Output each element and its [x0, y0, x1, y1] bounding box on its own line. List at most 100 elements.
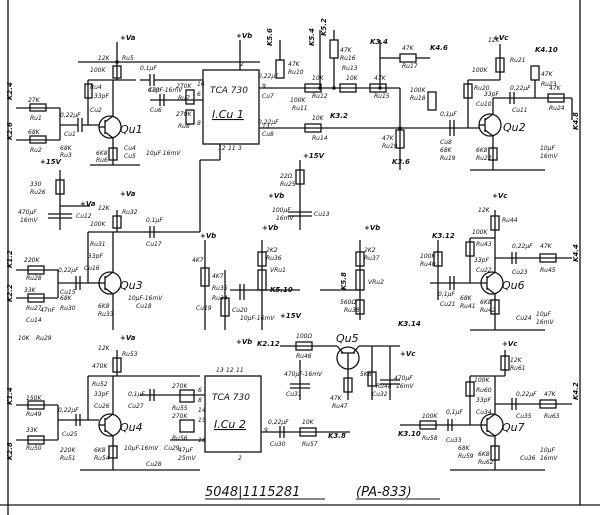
svg-text:4K7: 4K7 — [212, 273, 224, 280]
svg-text:Ru4: Ru4 — [90, 84, 102, 91]
svg-text:16mV: 16mV — [540, 153, 558, 160]
svg-text:6K8: 6K8 — [476, 147, 488, 154]
svg-text:+Va: +Va — [120, 334, 136, 342]
svg-text:Ru40: Ru40 — [420, 261, 436, 268]
svg-text:Cu4: Cu4 — [124, 145, 136, 152]
svg-text:8: 8 — [198, 397, 202, 404]
svg-text:K2.2: K2.2 — [6, 284, 14, 302]
svg-text:470µF: 470µF — [394, 375, 413, 382]
svg-text:6: 6 — [198, 387, 202, 394]
svg-text:Ru46: Ru46 — [296, 353, 312, 360]
svg-text:Cu17: Cu17 — [146, 241, 162, 248]
svg-text:10µF-16mV: 10µF-16mV — [124, 445, 159, 452]
svg-text:Ru38: Ru38 — [344, 307, 360, 314]
svg-text:330: 330 — [30, 181, 42, 188]
svg-text:47K: 47K — [541, 71, 554, 78]
svg-text:12K: 12K — [510, 357, 523, 364]
svg-text:K3.6: K3.6 — [392, 158, 410, 166]
svg-text:10µF-16mV: 10µF-16mV — [240, 315, 275, 322]
svg-text:11: 11 — [228, 145, 236, 152]
svg-text:100K: 100K — [422, 413, 438, 420]
svg-text:Cu26: Cu26 — [94, 403, 110, 410]
stage-qu4: Qu4 12K Ru53 470K Ru52 33pF Cu26 0,1µF C… — [16, 345, 205, 471]
svg-text:0,22µF: 0,22µF — [512, 243, 533, 250]
svg-text:0,22µF: 0,22µF — [58, 407, 79, 414]
svg-text:0,1µF: 0,1µF — [128, 391, 145, 398]
svg-text:Cu3: Cu3 — [148, 87, 160, 94]
svg-text:K4.6: K4.6 — [430, 44, 448, 52]
svg-text:6K8: 6K8 — [478, 451, 490, 458]
svg-text:Cu16: Cu16 — [84, 265, 100, 272]
svg-text:68K: 68K — [60, 145, 73, 152]
svg-text:14: 14 — [198, 407, 206, 414]
model-number: (PA-833) — [356, 485, 412, 500]
connectors: K2.4 K2.6 K1.2 K2.2 K1.4 K2.8 K4.8 K4.4 … — [6, 18, 580, 460]
svg-text:Cu20: Cu20 — [232, 307, 248, 314]
svg-text:Cu24: Cu24 — [516, 315, 532, 322]
svg-text:K2.12: K2.12 — [257, 340, 280, 348]
svg-text:47K: 47K — [402, 45, 415, 52]
svg-text:Ru49: Ru49 — [26, 411, 42, 418]
drawing-number: 5048|1115281 — [205, 485, 300, 500]
svg-text:K2.4: K2.4 — [6, 82, 14, 100]
svg-text:100K: 100K — [410, 87, 426, 94]
svg-text:+15V: +15V — [280, 312, 302, 320]
svg-text:16: 16 — [197, 81, 205, 88]
svg-text:K4.8: K4.8 — [572, 112, 580, 130]
svg-text:Ru13: Ru13 — [342, 65, 358, 72]
svg-text:Ru17: Ru17 — [402, 63, 418, 70]
svg-text:Cu31: Cu31 — [286, 391, 302, 398]
svg-text:K5.8: K5.8 — [340, 272, 348, 290]
svg-text:0,1µF: 0,1µF — [440, 111, 457, 118]
svg-text:12: 12 — [218, 145, 226, 152]
svg-text:33pF: 33pF — [94, 391, 109, 398]
volume-controls: 4K7 Ru35 4K7 Ru34 2K2 Ru36 VRu1 2K2 Ru37… — [192, 240, 384, 330]
svg-text:Ru35: Ru35 — [212, 285, 228, 292]
svg-text:K5.6: K5.6 — [266, 28, 274, 46]
svg-text:Cu25: Cu25 — [62, 431, 78, 438]
svg-text:Cu15: Cu15 — [60, 289, 76, 296]
svg-text:Ru32: Ru32 — [122, 209, 138, 216]
svg-text:Cu7: Cu7 — [262, 93, 274, 100]
svg-text:TCA 730: TCA 730 — [212, 393, 250, 403]
svg-text:6K8: 6K8 — [94, 447, 106, 454]
svg-text:Ru6: Ru6 — [96, 157, 108, 164]
svg-text:2: 2 — [240, 61, 244, 68]
svg-text:47K: 47K — [374, 75, 387, 82]
svg-text:47pF-16mV: 47pF-16mV — [148, 87, 183, 94]
svg-text:+Vb: +Vb — [236, 338, 252, 346]
svg-text:100K: 100K — [472, 67, 488, 74]
svg-text:47µF: 47µF — [178, 447, 193, 454]
svg-text:0,22µF: 0,22µF — [510, 85, 531, 92]
svg-text:10K: 10K — [302, 419, 315, 426]
svg-text:10K: 10K — [312, 75, 325, 82]
svg-text:Ru47: Ru47 — [332, 403, 348, 410]
svg-text:Ru12: Ru12 — [312, 93, 328, 100]
svg-text:Ru62: Ru62 — [478, 459, 494, 466]
svg-text:13: 13 — [262, 123, 270, 130]
svg-text:100Ω: 100Ω — [296, 333, 312, 340]
svg-text:4K7: 4K7 — [192, 257, 204, 264]
svg-text:Ru19: Ru19 — [382, 143, 398, 150]
svg-text:12K: 12K — [98, 205, 111, 212]
svg-text:Qu1: Qu1 — [120, 123, 143, 136]
svg-text:Ru50: Ru50 — [26, 445, 42, 452]
svg-text:Ru59: Ru59 — [458, 453, 474, 460]
svg-text:Cu35: Cu35 — [516, 413, 532, 420]
svg-text:K3.4: K3.4 — [370, 38, 388, 46]
svg-text:10µF: 10µF — [540, 145, 555, 152]
svg-text:16mV: 16mV — [540, 455, 558, 462]
svg-text:Ru29: Ru29 — [36, 335, 52, 342]
svg-text:100µF: 100µF — [272, 207, 291, 214]
svg-text:Cu18: Cu18 — [136, 303, 152, 310]
svg-text:8: 8 — [197, 120, 201, 127]
svg-text:VRu1: VRu1 — [270, 267, 286, 274]
svg-text:Ru18: Ru18 — [410, 95, 426, 102]
svg-text:Cu5: Cu5 — [124, 153, 136, 160]
svg-text:47K: 47K — [549, 85, 562, 92]
svg-text:Ru1: Ru1 — [30, 115, 42, 122]
svg-text:Ru41: Ru41 — [460, 303, 476, 310]
svg-text:Ru57: Ru57 — [302, 441, 318, 448]
svg-text:K4.2: K4.2 — [572, 382, 580, 400]
